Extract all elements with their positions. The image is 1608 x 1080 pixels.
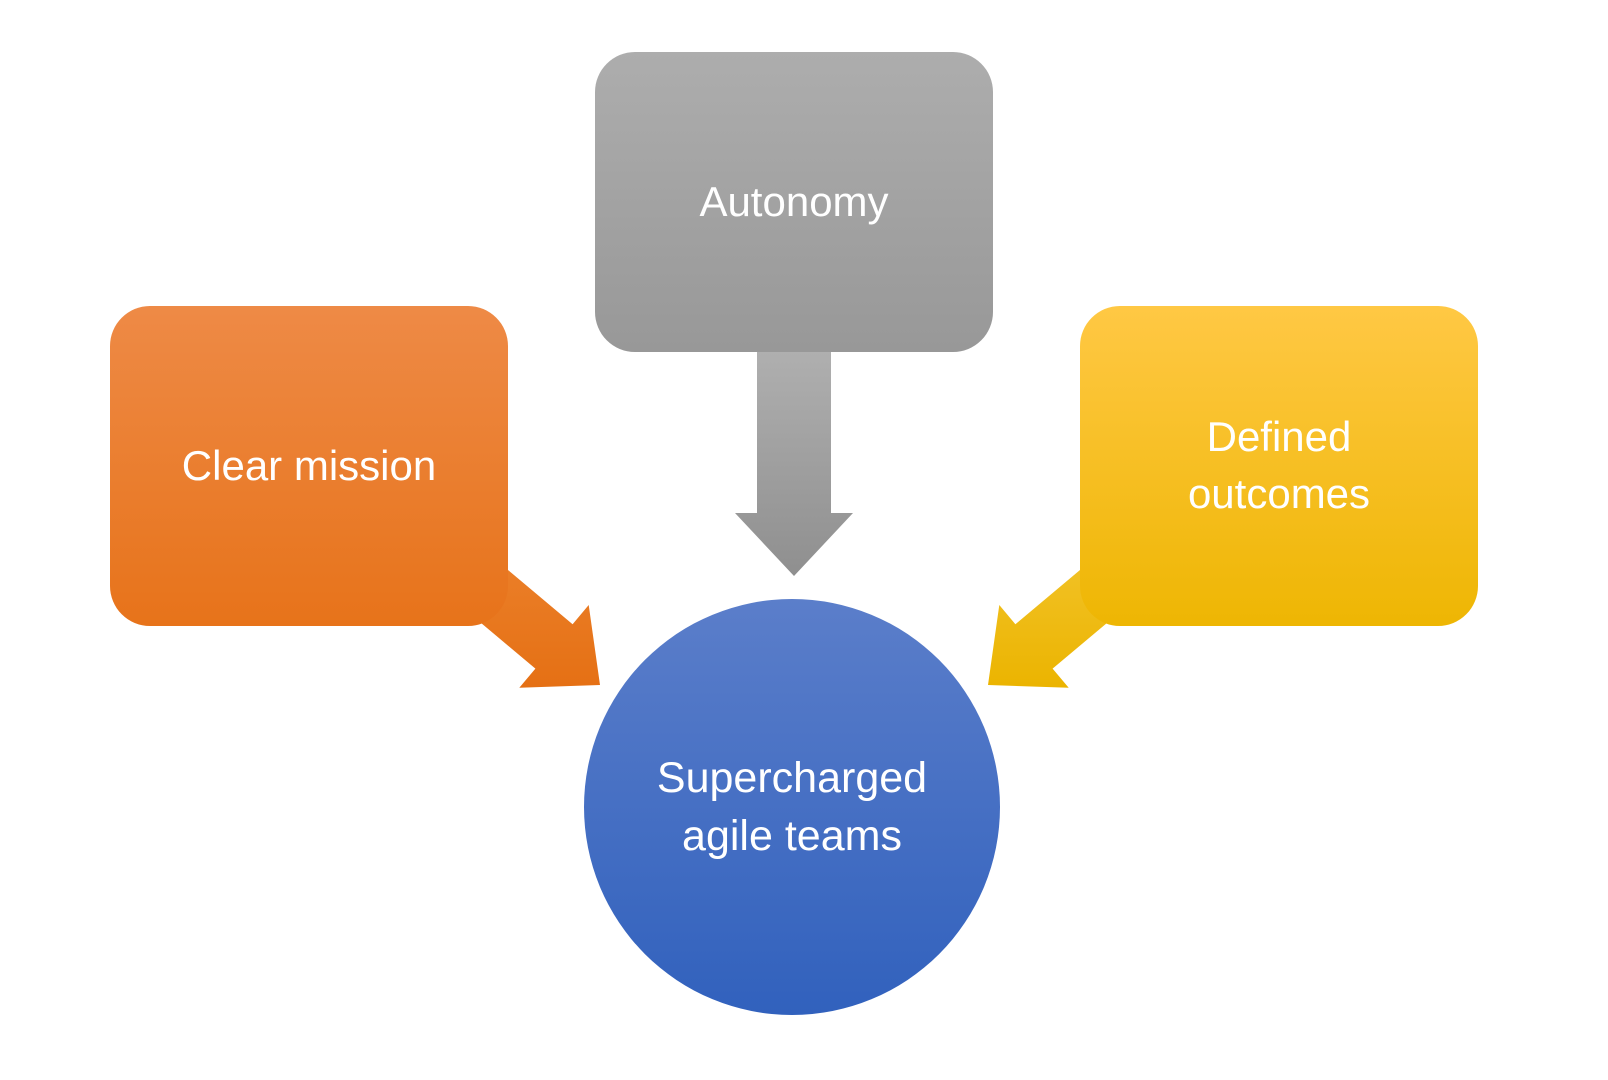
clear-mission-box: [110, 306, 508, 626]
autonomy-box: [595, 52, 993, 352]
autonomy-arrow: [735, 345, 853, 576]
supercharged-agile-teams-circle: [584, 599, 1000, 1015]
defined-outcomes-box: [1080, 306, 1478, 626]
